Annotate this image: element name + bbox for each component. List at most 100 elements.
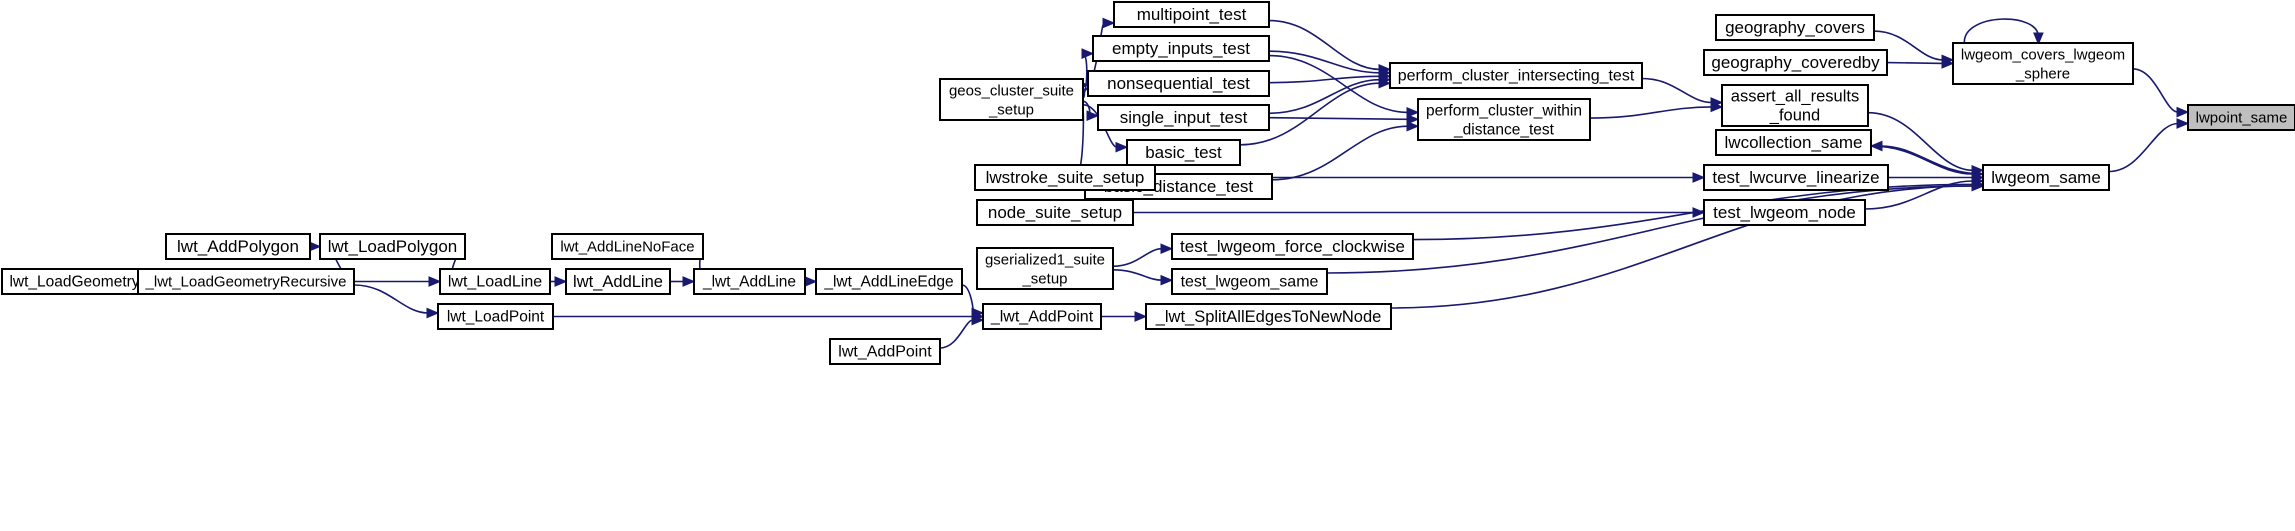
edge-empty_inputs_test-to-perform_cluster_intersecting_test — [1268, 50, 1381, 74]
arrowhead-lwstroke_suite_setup-to-test_lwcurve_linearize — [1692, 172, 1706, 183]
edge-perform_cluster_within_distance_test-to-assert_all_results_found — [1589, 106, 1713, 119]
node-test_lwgeom_force_clockwise[interactable]: test_lwgeom_force_clockwise — [1171, 233, 1414, 260]
arrowhead-empty_inputs_test-to-perform_cluster_within_distance_test — [1406, 107, 1420, 118]
arrowhead-basic_test-to-perform_cluster_intersecting_test — [1378, 77, 1392, 89]
node-box-nonsequential_test[interactable] — [1087, 70, 1270, 97]
node-box-lwgeom_covers_lwgeom_sphere[interactable] — [1952, 42, 2134, 85]
node-nonsequential_test[interactable]: nonsequential_test — [1087, 70, 1270, 97]
node-_lwt_AddLineEdge[interactable]: _lwt_AddLineEdge — [815, 268, 963, 295]
node-box-lwt_LoadGeometry[interactable] — [1, 268, 148, 295]
node-lwt_AddLine[interactable]: lwt_AddLine — [565, 268, 671, 295]
node-lwt_LoadGeometry[interactable]: lwt_LoadGeometry — [1, 268, 148, 295]
node-box-_lwt_AddPoint[interactable] — [982, 303, 1102, 330]
node-box-geography_coveredby[interactable] — [1703, 49, 1888, 76]
edge-test_lwgeom_node-to-lwgeom_same — [1864, 180, 1974, 210]
arrowhead-geos_cluster_suite_setup-to-single_input_test — [1086, 110, 1100, 122]
node-_lwt_AddPoint[interactable]: _lwt_AddPoint — [982, 303, 1102, 330]
node-lwgeom_same[interactable]: lwgeom_same — [1982, 164, 2110, 191]
edge-perform_cluster_intersecting_test-to-assert_all_results_found — [1641, 77, 1713, 104]
node-lwt_LoadPoint[interactable]: lwt_LoadPoint — [437, 303, 554, 330]
node-perform_cluster_intersecting_test[interactable]: perform_cluster_intersecting_test — [1389, 62, 1643, 89]
node-lwgeom_covers_lwgeom_sphere[interactable]: lwgeom_covers_lwgeom_sphere — [1952, 42, 2134, 85]
edge-lwt_AddPoint-to-_lwt_AddPoint — [939, 319, 974, 349]
node-box-test_lwgeom_force_clockwise[interactable] — [1171, 233, 1414, 260]
node-box-node_suite_setup[interactable] — [976, 199, 1134, 226]
node-box-lwcollection_same[interactable] — [1715, 129, 1872, 156]
node-box-_lwt_SplitAllEdgesToNewNode[interactable] — [1145, 303, 1392, 330]
node-box-lwpoint_same[interactable] — [2187, 104, 2295, 131]
arrowhead-lwt_AddLine-to-_lwt_AddLine — [682, 276, 696, 287]
node-box-geos_cluster_suite_setup[interactable] — [939, 78, 1084, 121]
node-box-basic_test[interactable] — [1126, 139, 1241, 166]
node-layer: multipoint_test empty_inputs_test nonseque… — [1, 1, 2295, 365]
node-geos_cluster_suite_setup[interactable]: geos_cluster_suite_setup — [939, 78, 1084, 121]
node-box-empty_inputs_test[interactable] — [1092, 35, 1270, 62]
node-box-_lwt_LoadGeometryRecursive[interactable] — [137, 268, 355, 295]
node-box-multipoint_test[interactable] — [1113, 1, 1270, 28]
node-test_lwcurve_linearize[interactable]: test_lwcurve_linearize — [1703, 164, 1889, 191]
node-box-geography_covers[interactable] — [1715, 14, 1875, 41]
node-lwstroke_suite_setup[interactable]: lwstroke_suite_setup — [974, 164, 1156, 191]
node-_lwt_SplitAllEdgesToNewNode[interactable]: _lwt_SplitAllEdgesToNewNode — [1145, 303, 1392, 330]
arrowhead-gserialized1_suite_setup-to-test_lwgeom_same — [1160, 274, 1174, 286]
node-box-lwt_LoadPolygon[interactable] — [319, 233, 466, 260]
node-perform_cluster_within_distance_test[interactable]: perform_cluster_within_distance_test — [1417, 98, 1591, 141]
node-lwt_AddLineNoFace[interactable]: lwt_AddLineNoFace — [551, 233, 704, 260]
arrowhead-single_input_test-to-perform_cluster_within_distance_test — [1406, 113, 1420, 125]
node-empty_inputs_test[interactable]: empty_inputs_test — [1092, 35, 1270, 62]
node-lwt_LoadLine[interactable]: lwt_LoadLine — [439, 268, 551, 295]
arrowhead-geos_cluster_suite_setup-to-empty_inputs_test — [1081, 48, 1095, 59]
node-box-_lwt_AddLine[interactable] — [693, 268, 806, 295]
edge-multipoint_test-to-perform_cluster_intersecting_test — [1268, 19, 1381, 71]
node-box-lwt_AddPoint[interactable] — [829, 338, 941, 365]
node-box-lwt_LoadLine[interactable] — [439, 268, 551, 295]
edge-single_input_test-to-perform_cluster_within_distance_test — [1268, 116, 1409, 121]
edge-empty_inputs_test-to-perform_cluster_within_distance_test — [1268, 54, 1409, 114]
edge-assert_all_results_found-to-lwgeom_same — [1867, 111, 1974, 172]
node-box-lwt_AddPolygon[interactable] — [165, 233, 311, 260]
arrowhead-basic_distance_test-to-perform_cluster_within_distance_test — [1406, 120, 1420, 132]
node-node_suite_setup[interactable]: node_suite_setup — [976, 199, 1134, 226]
arrowhead-lwgeom_same-to-lwpoint_same — [2176, 118, 2190, 129]
node-box-assert_all_results_found[interactable] — [1721, 84, 1869, 127]
node-lwt_AddPoint[interactable]: lwt_AddPoint — [829, 338, 941, 365]
arrowhead-lwt_LoadLine-to-lwt_AddLine — [554, 276, 568, 287]
node-box-lwt_AddLineNoFace[interactable] — [551, 233, 704, 260]
node-_lwt_LoadGeometryRecursive[interactable]: _lwt_LoadGeometryRecursive — [137, 268, 355, 295]
node-geography_covers[interactable]: geography_covers — [1715, 14, 1875, 41]
node-lwt_LoadPolygon[interactable]: lwt_LoadPolygon — [319, 233, 466, 260]
node-geography_coveredby[interactable]: geography_coveredby — [1703, 49, 1888, 76]
node-lwcollection_same[interactable]: lwcollection_same — [1715, 129, 1872, 156]
arrowhead-_lwt_LoadGeometryRecursive-to-lwt_LoadLine — [428, 276, 442, 287]
node-box-lwstroke_suite_setup[interactable] — [974, 164, 1156, 191]
node-single_input_test[interactable]: single_input_test — [1097, 104, 1270, 131]
node-box-lwt_AddLine[interactable] — [565, 268, 671, 295]
edge-geography_covers-to-lwgeom_covers_lwgeom_sphere — [1873, 30, 1944, 61]
node-box-perform_cluster_within_distance_test[interactable] — [1417, 98, 1591, 141]
node-box-lwt_LoadPoint[interactable] — [437, 303, 554, 330]
node-_lwt_AddLine[interactable]: _lwt_AddLine — [693, 268, 806, 295]
arrowhead-geography_coveredby-to-lwgeom_covers_lwgeom_sphere — [1941, 58, 1955, 69]
node-box-test_lwgeom_node[interactable] — [1703, 199, 1866, 226]
node-lwpoint_same[interactable]: lwpoint_same — [2187, 104, 2295, 131]
edge-basic_test-to-perform_cluster_intersecting_test — [1239, 82, 1381, 146]
node-box-lwgeom_same[interactable] — [1982, 164, 2110, 191]
node-box-gserialized1_suite_setup[interactable] — [976, 247, 1114, 290]
node-box-perform_cluster_intersecting_test[interactable] — [1389, 62, 1643, 89]
node-multipoint_test[interactable]: multipoint_test — [1113, 1, 1270, 28]
node-test_lwgeom_node[interactable]: test_lwgeom_node — [1703, 199, 1866, 226]
node-lwt_AddPolygon[interactable]: lwt_AddPolygon — [165, 233, 311, 260]
node-assert_all_results_found[interactable]: assert_all_results_found — [1721, 84, 1869, 127]
arrowhead-lwgeom_same-to-lwcollection_same — [1869, 140, 1883, 152]
arrowhead-lwt_AddPoint-to-_lwt_AddPoint — [971, 314, 985, 326]
node-box-test_lwgeom_same[interactable] — [1171, 268, 1328, 295]
edge-geography_coveredby-to-lwgeom_covers_lwgeom_sphere — [1886, 61, 1944, 65]
node-box-test_lwcurve_linearize[interactable] — [1703, 164, 1889, 191]
edge-gserialized1_suite_setup-to-test_lwgeom_same — [1112, 269, 1163, 281]
arrowhead-_lwt_LoadGeometryRecursive-to-lwt_LoadPoint — [426, 307, 440, 319]
node-test_lwgeom_same[interactable]: test_lwgeom_same — [1171, 268, 1328, 295]
node-box-_lwt_AddLineEdge[interactable] — [815, 268, 963, 295]
node-basic_test[interactable]: basic_test — [1126, 139, 1241, 166]
node-box-single_input_test[interactable] — [1097, 104, 1270, 131]
node-gserialized1_suite_setup[interactable]: gserialized1_suite_setup — [976, 247, 1114, 290]
